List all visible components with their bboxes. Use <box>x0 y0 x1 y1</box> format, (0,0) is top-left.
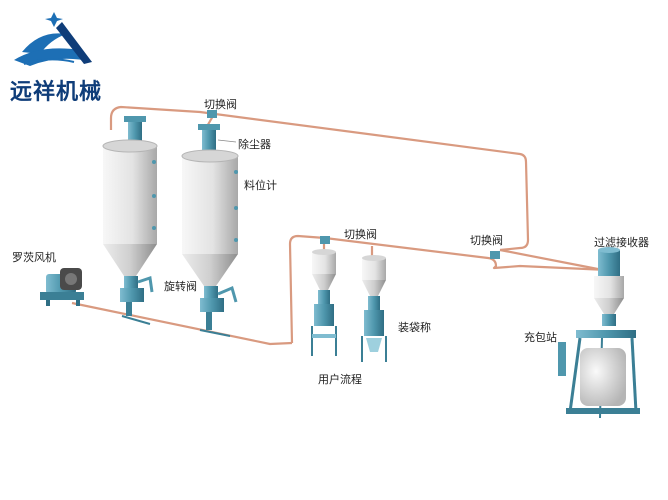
brand-name: 远祥机械 <box>10 80 103 105</box>
label-level-gauge: 料位计 <box>244 179 277 192</box>
leader-dust-collector <box>217 139 237 143</box>
label-switch-valve-right: 切换阀 <box>470 234 503 247</box>
user-hopper-left <box>311 249 337 356</box>
label-rotary-valve: 旋转阀 <box>164 280 197 293</box>
silo-left <box>102 116 158 325</box>
bulk-bag-station <box>558 330 640 419</box>
label-switch-valve-top: 切换阀 <box>204 98 237 111</box>
switch-valve-mid-icon <box>320 236 330 244</box>
pipe-main-bottom <box>71 301 293 346</box>
user-hopper-right <box>361 255 387 362</box>
brand-logo-icon <box>14 12 92 66</box>
pipe-to-receiver <box>499 248 604 272</box>
label-dust-collector: 除尘器 <box>238 138 271 151</box>
label-bulk-bag-station: 充包站 <box>524 331 557 344</box>
pipelines <box>71 105 609 346</box>
label-user-process: 用户流程 <box>318 373 362 386</box>
pipe-top-loop <box>109 105 530 252</box>
filter-receiver <box>594 247 624 326</box>
label-roots-blower: 罗茨风机 <box>12 251 56 264</box>
roots-blower <box>40 268 84 306</box>
label-bagging-scale: 装袋称 <box>398 321 431 334</box>
label-switch-valve-mid: 切换阀 <box>344 228 377 241</box>
silo-right <box>181 124 239 337</box>
switch-valve-right-icon <box>490 251 500 259</box>
pipe-mid-loop <box>288 234 609 344</box>
switch-valve-top-icon <box>207 110 217 118</box>
label-filter-receiver: 过滤接收器 <box>594 236 649 249</box>
